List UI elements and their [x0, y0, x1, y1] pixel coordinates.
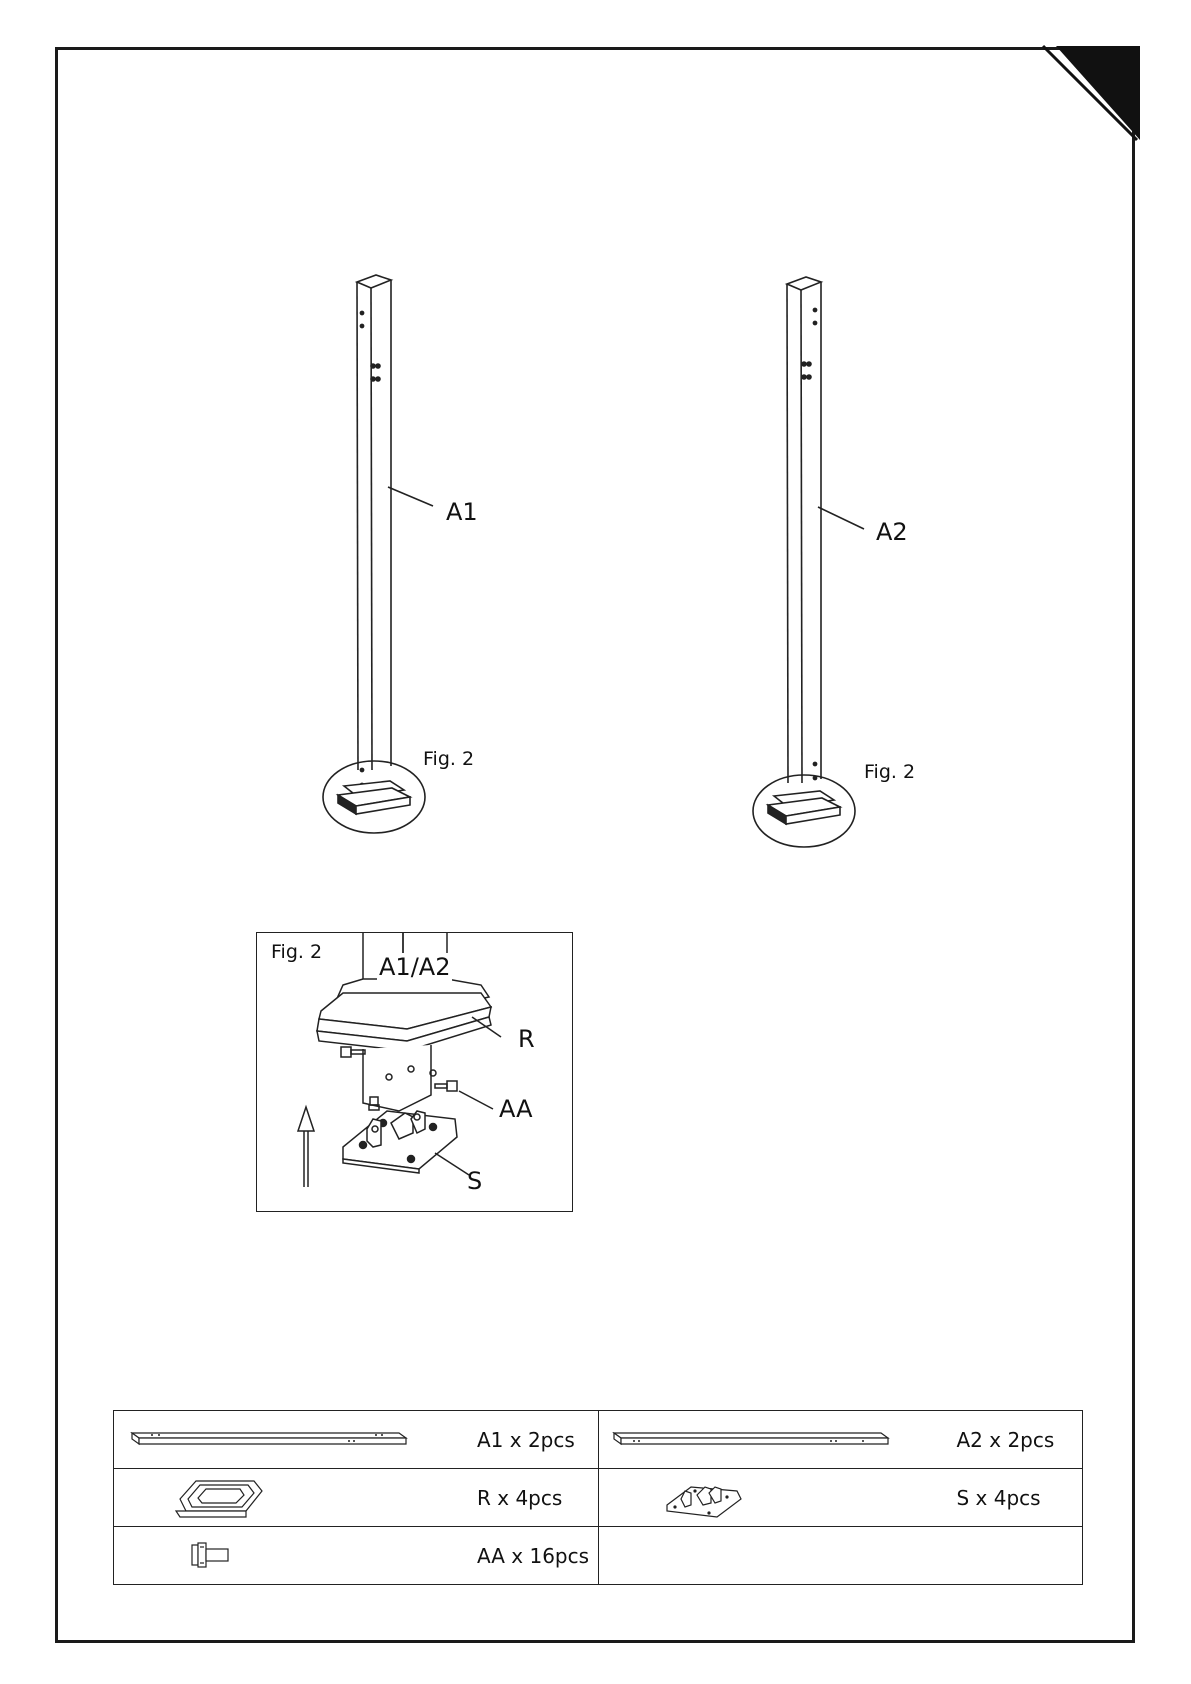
part-cell-r: R x 4pcs [114, 1469, 599, 1527]
post-a2-fig-label: Fig. 2 [864, 761, 915, 783]
detail-base-label: R [518, 1025, 535, 1053]
post-a2-label: A2 [876, 518, 908, 546]
part-cell-s: S x 4pcs [598, 1469, 1083, 1527]
part-cell-a1: A1 x 2pcs [114, 1411, 599, 1469]
part-cell-empty [598, 1527, 1083, 1585]
detail-post-label: A1/A2 [377, 953, 452, 981]
parts-row: A1 x 2pcs A2 x 2pcs [114, 1411, 1083, 1469]
detail-plate-label: S [467, 1167, 482, 1195]
parts-row: AA x 16pcs [114, 1527, 1083, 1585]
bracket-plate-icon [599, 1469, 899, 1526]
part-qty-s: S x 4pcs [957, 1486, 1041, 1510]
part-qty-a2: A2 x 2pcs [957, 1428, 1055, 1452]
post-a2-illustration [753, 277, 864, 847]
parts-row: R x 4pcs S x 4pcs [114, 1469, 1083, 1527]
detail-figure: Fig. 2 A1/A2 R AA S [256, 932, 573, 1212]
bolt-icon [114, 1527, 414, 1584]
detail-fig-label: Fig. 2 [271, 941, 322, 963]
post-icon [599, 1411, 899, 1468]
base-cover-icon [114, 1469, 414, 1526]
part-cell-aa: AA x 16pcs [114, 1527, 599, 1585]
part-qty-a1: A1 x 2pcs [477, 1428, 575, 1452]
parts-list-table: A1 x 2pcs A2 x 2pcs [113, 1410, 1083, 1585]
part-qty-aa: AA x 16pcs [477, 1544, 589, 1568]
post-a1-label: A1 [446, 498, 478, 526]
post-icon [114, 1411, 414, 1468]
part-cell-a2: A2 x 2pcs [598, 1411, 1083, 1469]
part-qty-r: R x 4pcs [477, 1486, 562, 1510]
post-a1-illustration [323, 275, 433, 833]
post-a1-fig-label: Fig. 2 [423, 748, 474, 770]
detail-bolt-label: AA [499, 1095, 533, 1123]
